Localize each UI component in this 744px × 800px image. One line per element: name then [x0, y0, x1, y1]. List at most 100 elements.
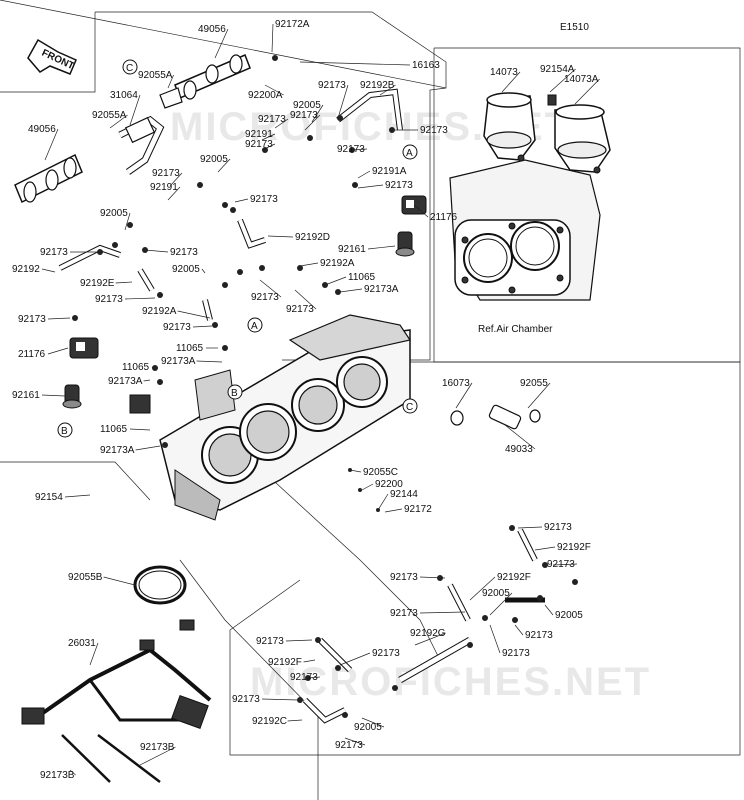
leader-line — [303, 659, 316, 663]
cable-ties-92173b — [61, 734, 161, 783]
leader-line — [192, 325, 213, 328]
part-number-label: 92173 — [290, 110, 318, 121]
leader-line — [69, 769, 76, 776]
leader-line — [489, 624, 501, 654]
leader-line — [361, 717, 385, 728]
ref-circle-a-top: A — [402, 144, 418, 160]
part-number-label: 11065 — [176, 343, 204, 354]
leader-line — [384, 508, 403, 513]
part-number-label: 21176 — [430, 212, 458, 223]
leader-line — [144, 249, 169, 253]
leader-line — [41, 268, 56, 273]
leader-line — [196, 360, 223, 363]
part-number-label: 92173B — [140, 742, 175, 753]
part-number-label: 26031 — [68, 638, 96, 649]
part-number-label: 92173A — [161, 356, 196, 367]
leader-line — [504, 424, 536, 450]
leader-line — [169, 172, 183, 187]
svg-text:A: A — [251, 321, 258, 332]
part-number-label: 21176 — [18, 349, 46, 360]
leader-line — [103, 576, 136, 586]
leader-line — [261, 133, 276, 141]
leader-line — [501, 71, 521, 93]
fuel-pipe-upper — [159, 54, 251, 109]
part-number-label: 92173 — [152, 168, 180, 179]
leader-line — [299, 262, 319, 267]
part-number-label: 92192G — [410, 628, 446, 639]
throttle-body-assembly — [129, 314, 411, 521]
svg-text:C: C — [126, 63, 133, 74]
leader-line — [349, 469, 362, 473]
part-number-label: 92192C — [252, 716, 287, 727]
diagram-code: E1510 — [560, 22, 589, 33]
leader-line — [344, 737, 366, 746]
leader-line — [379, 84, 396, 96]
leader-line — [287, 719, 303, 722]
leader-line — [47, 317, 71, 320]
part-number-label: 92173A — [100, 445, 135, 456]
part-number-label: 92173 — [18, 314, 46, 325]
part-number-label: 92173 — [250, 194, 278, 205]
part-number-label: 92055 — [520, 378, 548, 389]
part-number-label: 92173 — [256, 636, 284, 647]
watermark-bottom: MICROFICHES.NET — [250, 660, 651, 704]
part-number-label: 92173A — [364, 284, 399, 295]
svg-text:C: C — [406, 402, 413, 413]
ref-circle-b-mid: B — [227, 384, 243, 400]
leader-line — [514, 624, 524, 636]
part-number-label: 92173 — [170, 247, 198, 258]
leader-line — [234, 198, 249, 203]
leader-line — [177, 310, 211, 319]
part-number-label: 92173 — [502, 648, 530, 659]
leader-line — [89, 642, 99, 666]
part-number-label: 14073 — [490, 67, 518, 78]
part-number-label: 92173 — [544, 522, 572, 533]
part-number-label: 92173 — [385, 180, 413, 191]
leader-line — [259, 279, 282, 298]
leader-line — [124, 297, 156, 300]
part-number-label: 92161 — [338, 244, 366, 255]
leader-line — [274, 118, 289, 129]
oring-92055b — [133, 565, 187, 605]
leader-line — [294, 289, 317, 310]
leader-line — [129, 428, 151, 431]
leader-line — [41, 394, 66, 397]
leader-line — [517, 526, 543, 529]
part-number-label: 92173 — [335, 740, 363, 751]
frame-left — [0, 12, 96, 93]
leader-line — [455, 382, 473, 409]
part-number-label: 92055B — [68, 572, 103, 583]
svg-text:B: B — [231, 388, 238, 399]
leader-line — [377, 493, 389, 511]
part-number-label: 92173 — [525, 630, 553, 641]
part-number-label: 92191 — [245, 129, 273, 140]
leader-line — [109, 114, 128, 129]
ref-circle-c-mid: C — [402, 398, 418, 414]
leader-line — [151, 366, 156, 371]
part-number-label: 16073 — [442, 378, 470, 389]
part-number-label: 92172 — [404, 504, 432, 515]
air-funnel-14073a — [554, 104, 611, 174]
frame-left-bottom — [0, 461, 151, 501]
frame-outline — [0, 0, 447, 89]
air-funnel-14073 — [483, 92, 536, 162]
leader-line — [201, 268, 206, 274]
part-number-label: 11065 — [348, 272, 376, 283]
leader-line — [47, 347, 69, 355]
part-number-label: 31064 — [110, 90, 138, 101]
leader-line — [339, 652, 371, 666]
part-number-label: 92200 — [375, 479, 403, 490]
part-number-label: 92192F — [268, 657, 302, 668]
part-number-label: 92005 — [200, 154, 228, 165]
part-number-label: 14073A — [564, 74, 599, 85]
part-number-label: 92005 — [100, 208, 128, 219]
frame-lower-diag — [179, 559, 319, 800]
front-arrow: FRONT — [27, 38, 77, 75]
part-number-label: 11065 — [122, 362, 150, 373]
leader-line — [129, 94, 141, 126]
leader-line — [357, 170, 371, 179]
leader-line — [534, 546, 556, 551]
part-number-label: 92172A — [275, 19, 310, 30]
